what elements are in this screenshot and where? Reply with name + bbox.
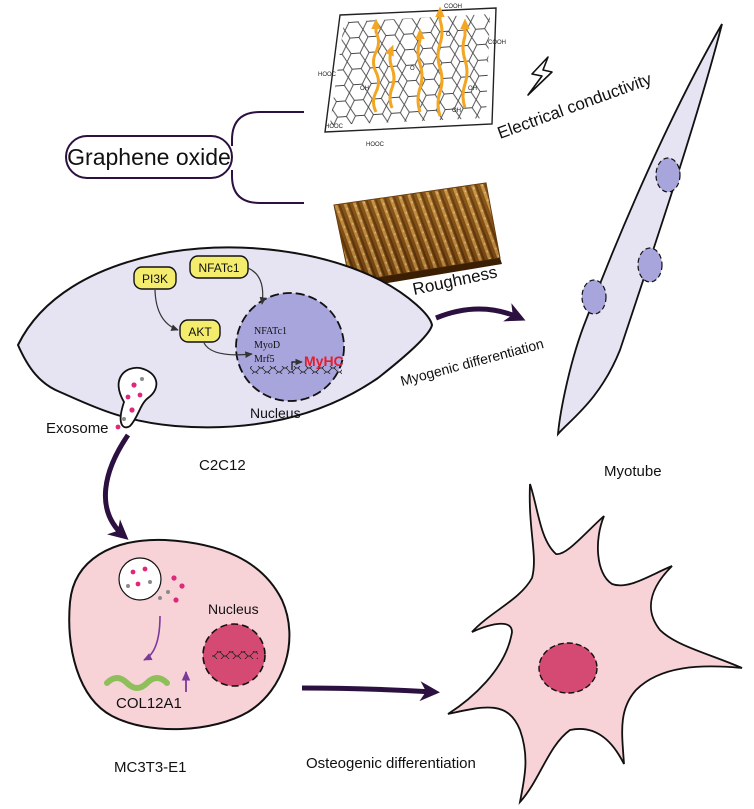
graphene-lattice [330, 14, 490, 125]
electrical-conductivity-label: Electrical conductivity [495, 69, 655, 143]
osteogenic-label: Osteogenic differentiation [306, 755, 476, 772]
graphene-oxide-label: Graphene oxide [67, 144, 231, 170]
akt-label: AKT [188, 325, 212, 339]
electron-arrow-1 [371, 18, 381, 113]
myogenic-arrow [435, 303, 526, 322]
graphene-cooh-right: COOH [488, 40, 506, 46]
vesicle-dot [135, 581, 141, 587]
roughness-surface-image [333, 182, 502, 289]
electron-arrow-4 [435, 6, 445, 117]
col12a1-label: COL12A1 [116, 695, 182, 712]
exosome-to-gene-arrow [143, 615, 161, 661]
myogenic-label: Myogenic differentiation [399, 335, 546, 389]
osteoblast-nucleus [538, 642, 598, 694]
vesicle-dot [126, 584, 130, 588]
myotube-nucleus [581, 279, 607, 315]
exosome-bud [117, 367, 158, 429]
c2c12-nucleus [235, 292, 345, 402]
col12a1-gene-strand [104, 675, 170, 691]
graphene-oh-mid: OH [452, 108, 461, 114]
myotube-label: Myotube [604, 463, 662, 480]
lightning-icon [527, 56, 553, 96]
graphene-oh-right: OH [468, 86, 477, 92]
dna-strand [250, 366, 342, 374]
exosome-dot [129, 407, 135, 413]
bracket-top [231, 111, 304, 146]
graphene-cooh-top: COOH [444, 4, 462, 10]
vesicle-dot [148, 580, 152, 584]
vesicle-dot [130, 569, 136, 575]
graphene-sheet: COOH COOH HOOC HOOC HOOC OH OH OH O O [318, 4, 506, 148]
exosome-dot [122, 417, 126, 421]
pi3k-box [133, 266, 177, 290]
exosome-dot [125, 394, 131, 400]
exosome-transfer-arrow [102, 433, 131, 540]
graphene-oh-left: OH [360, 86, 369, 92]
graphene-o-epoxy-2: O [446, 32, 451, 38]
graphene-o-epoxy-1: O [410, 66, 415, 72]
exosome-dot [140, 377, 144, 381]
c2c12-label: C2C12 [199, 457, 246, 474]
bracket-bottom [231, 170, 304, 204]
akt-to-nucleus-arrow [203, 342, 253, 359]
myhc-gene-label: MyHC [304, 353, 344, 369]
released-dot [179, 583, 185, 589]
tf-mrf5: Mrf5 [254, 354, 275, 365]
graphene-hooc-bottom-left: HOOC [325, 124, 344, 130]
promoter-arrow [291, 358, 303, 370]
myotube-nucleus [637, 247, 663, 283]
osteoblast-body [447, 483, 743, 805]
osteogenic-arrow [301, 681, 440, 702]
c2c12-nucleus-label: Nucleus [250, 405, 301, 421]
mc3t3-label: MC3T3-E1 [114, 759, 187, 776]
released-dot [171, 575, 177, 581]
mc3t3-nucleus-label: Nucleus [208, 601, 259, 617]
vesicle-dot [142, 566, 148, 572]
mc3t3-dna-strand [212, 651, 258, 659]
tf-myod: MyoD [254, 340, 280, 351]
electron-arrow-3 [415, 28, 425, 113]
nfatc1-box-label: NFATc1 [198, 261, 239, 275]
tf-nfatc1: NFATc1 [254, 326, 287, 337]
exosome-dot [137, 392, 143, 398]
released-dot [166, 590, 170, 594]
nfatc1-box [189, 255, 249, 279]
pi3k-label: PI3K [142, 272, 168, 286]
akt-box [179, 319, 221, 343]
pi3k-to-akt-arrow [154, 289, 179, 331]
graphene-hooc-left: HOOC [318, 72, 337, 78]
mc3t3-vesicle [118, 557, 162, 601]
nfatc1-to-nucleus-arrow [247, 267, 267, 305]
graphene-hooc-bottom: HOOC [366, 142, 385, 148]
myotube-nucleus [655, 157, 681, 193]
graphene-oxide-box [65, 135, 233, 179]
electron-arrow-2 [384, 44, 396, 109]
exosome-dot [131, 382, 137, 388]
exosome-dot [115, 424, 121, 430]
released-dot [158, 596, 162, 600]
released-dot [173, 597, 179, 603]
electron-arrow-5 [460, 18, 470, 109]
exosome-label: Exosome [46, 420, 109, 437]
